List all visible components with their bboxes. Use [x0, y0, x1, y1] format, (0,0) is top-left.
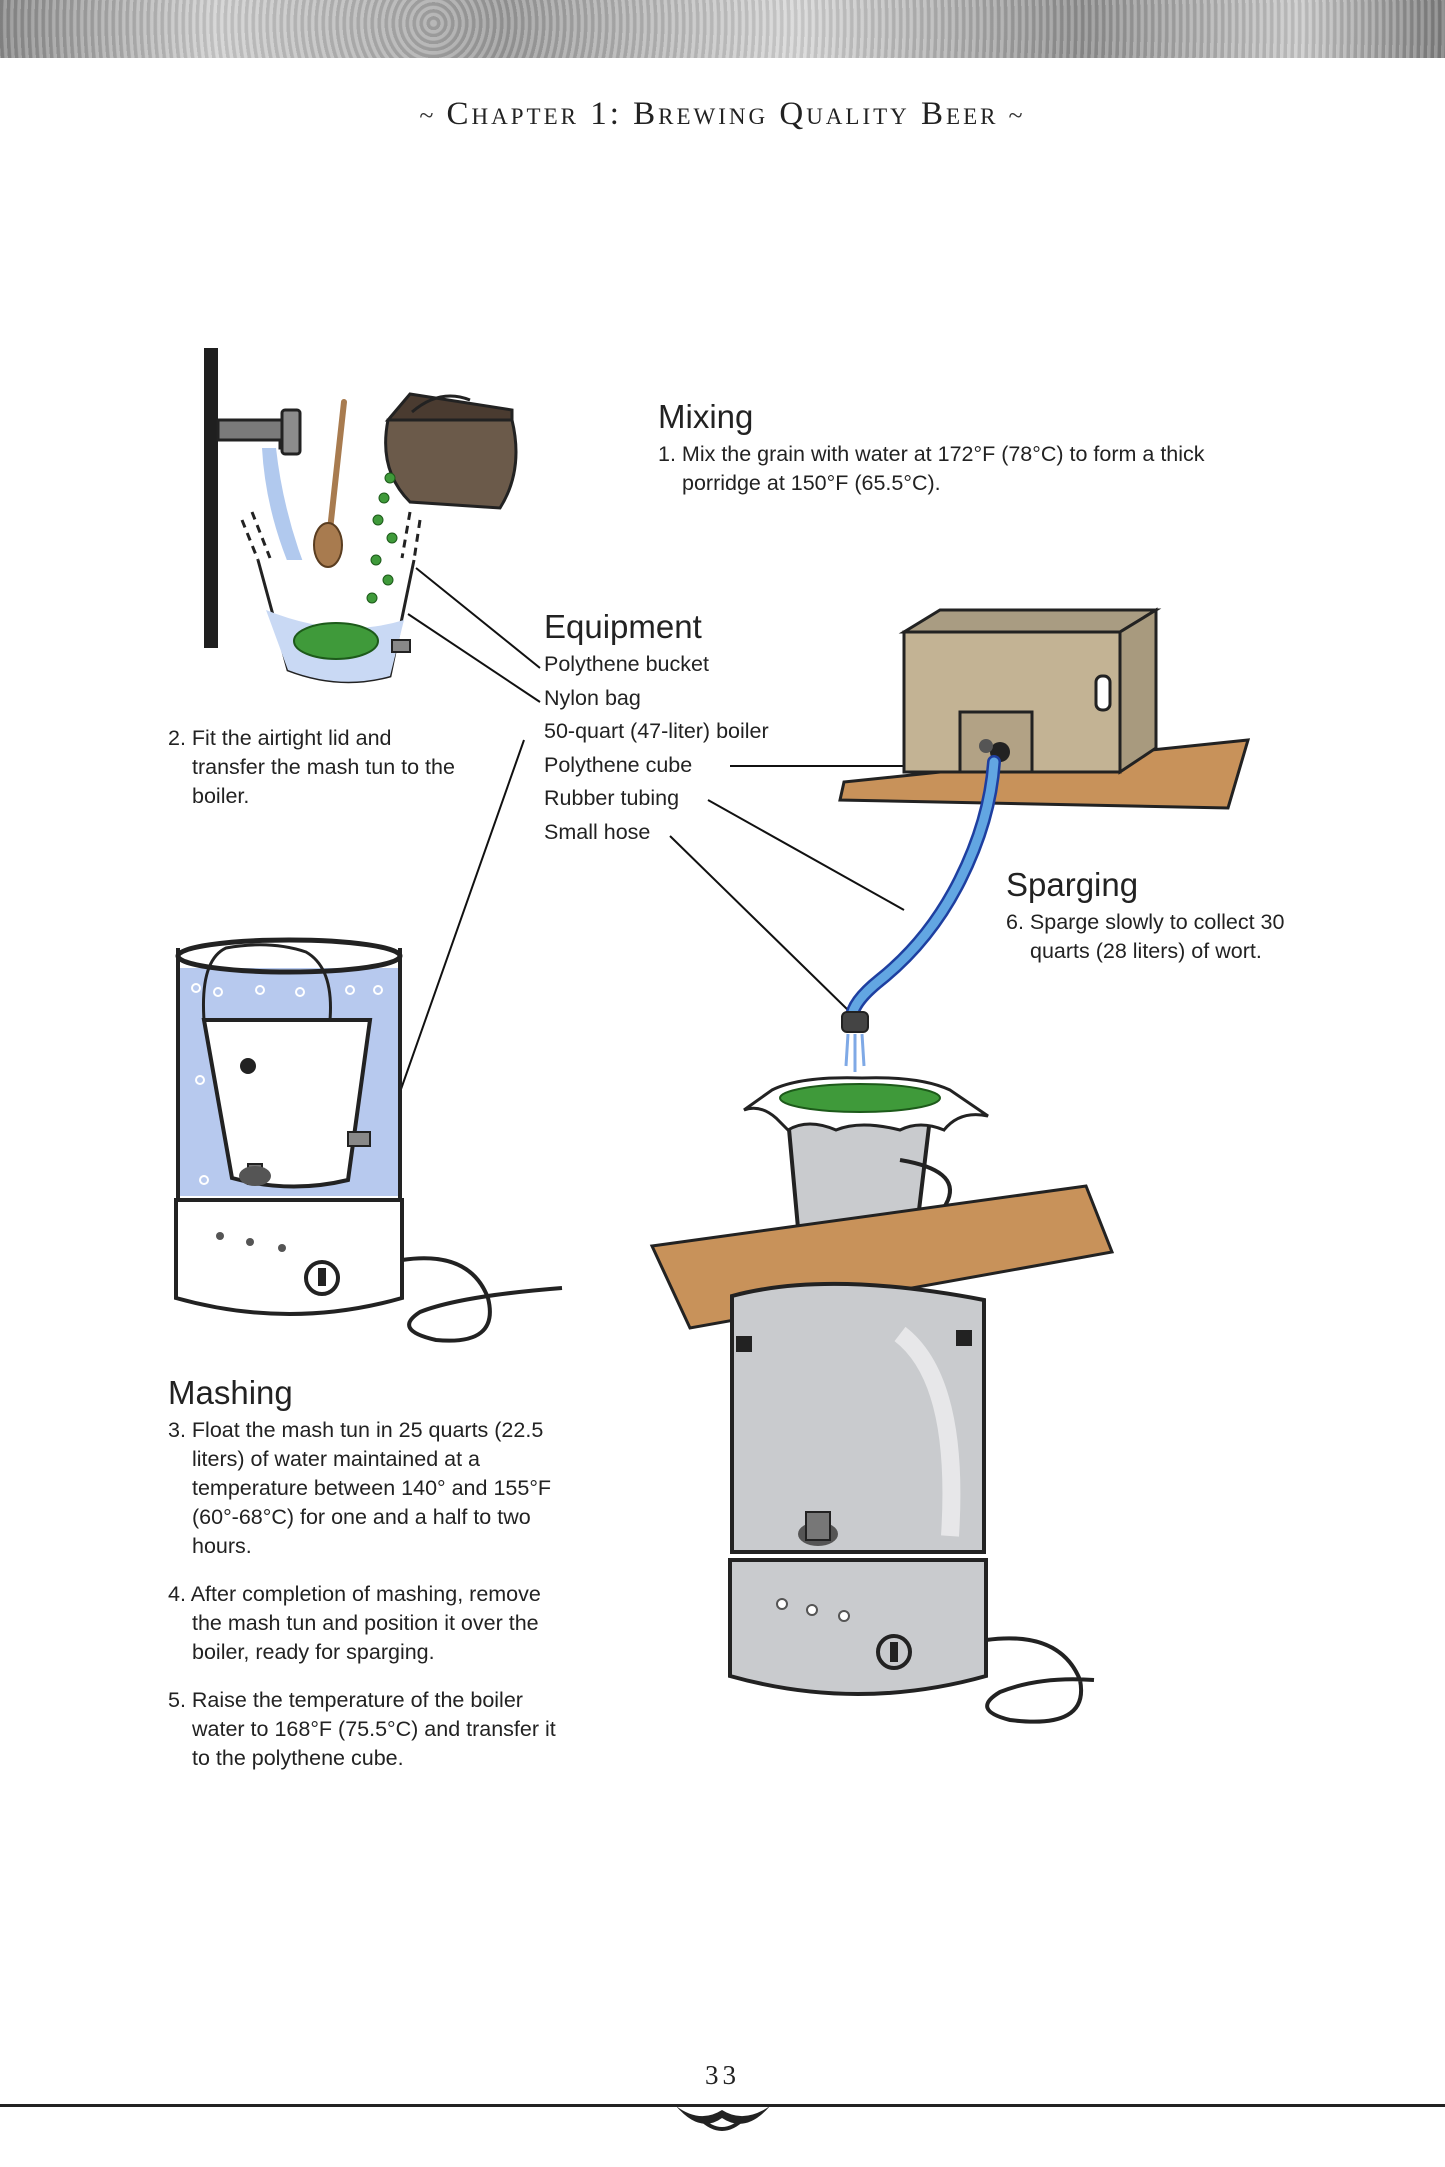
- equipment-item-boiler: 50-quart (47-liter) boiler: [544, 719, 769, 743]
- mixing-bucket: [240, 511, 422, 684]
- equipment-item-hose: Small hose: [544, 819, 651, 844]
- sparging-boiler: [728, 1281, 1095, 1724]
- mixing-step-1: 1. Mix the grain with water at 172°F (78…: [658, 442, 1205, 495]
- equipment-item-bucket: Polythene bucket: [544, 652, 709, 676]
- wall-edge: [204, 348, 218, 648]
- sparging-heading: Sparging: [1006, 866, 1139, 903]
- footer-ornament-icon: [676, 2106, 770, 2131]
- mashing-section: Mashing 3. Float the mash tun in 25 quar…: [168, 1374, 568, 1792]
- water-tap-icon: [216, 408, 302, 456]
- left-ornament: ~: [419, 101, 437, 130]
- transfer-step-2: 2. Fit the airtight lid and transfer the…: [168, 726, 455, 808]
- header-texture-band: [0, 0, 1445, 58]
- equipment-list: Polythene bucket Nylon bag 50-quart (47-…: [544, 648, 904, 849]
- chapter-title-line: ~ Chapter 1: Brewing Quality Beer ~: [0, 96, 1445, 133]
- equipment-item-bag: Nylon bag: [544, 685, 641, 710]
- water-stream: [262, 448, 314, 590]
- mashing-heading: Mashing: [168, 1374, 293, 1411]
- sparging-step-6: 6. Sparge slowly to collect 30 quarts (2…: [1006, 910, 1285, 963]
- chapter-title: Chapter 1: Brewing Quality Beer: [446, 96, 999, 132]
- wooden-spoon-icon: [313, 399, 347, 568]
- equipment-leader-lines: [399, 567, 934, 1093]
- sparging-illustration: [649, 607, 1251, 1724]
- polythene-cube-icon: [898, 607, 1162, 775]
- mashing-step-3: 3. Float the mash tun in 25 quarts (22.5…: [168, 1418, 552, 1558]
- mashing-boiler-illustration: [174, 937, 563, 1343]
- spray-nozzle-icon: [841, 1011, 869, 1072]
- mashing-step-5: 5. Raise the temperature of the boiler w…: [168, 1688, 556, 1770]
- equipment-heading: Equipment: [544, 608, 702, 645]
- footer-rule: [0, 2104, 1445, 2107]
- equipment-item-tubing: Rubber tubing: [544, 786, 680, 810]
- sparging-section: Sparging 6. Sparge slowly to collect 30 …: [1006, 866, 1346, 985]
- equipment-item-cube: Polythene cube: [544, 752, 693, 777]
- mixing-illustration: [204, 348, 518, 684]
- right-ornament: ~: [1008, 101, 1026, 130]
- falling-grains: [366, 472, 398, 604]
- page-number: 33: [705, 2060, 740, 2090]
- mashing-step-4: 4. After completion of mashing, remove t…: [168, 1582, 541, 1664]
- grain-jug-icon: [384, 392, 518, 510]
- transfer-section: 2. Fit the airtight lid and transfer the…: [168, 724, 468, 830]
- mixing-section: Mixing 1. Mix the grain with water at 17…: [658, 398, 1218, 517]
- equipment-section: Equipment Polythene bucket Nylon bag 50-…: [544, 608, 904, 849]
- mixing-heading: Mixing: [658, 398, 754, 435]
